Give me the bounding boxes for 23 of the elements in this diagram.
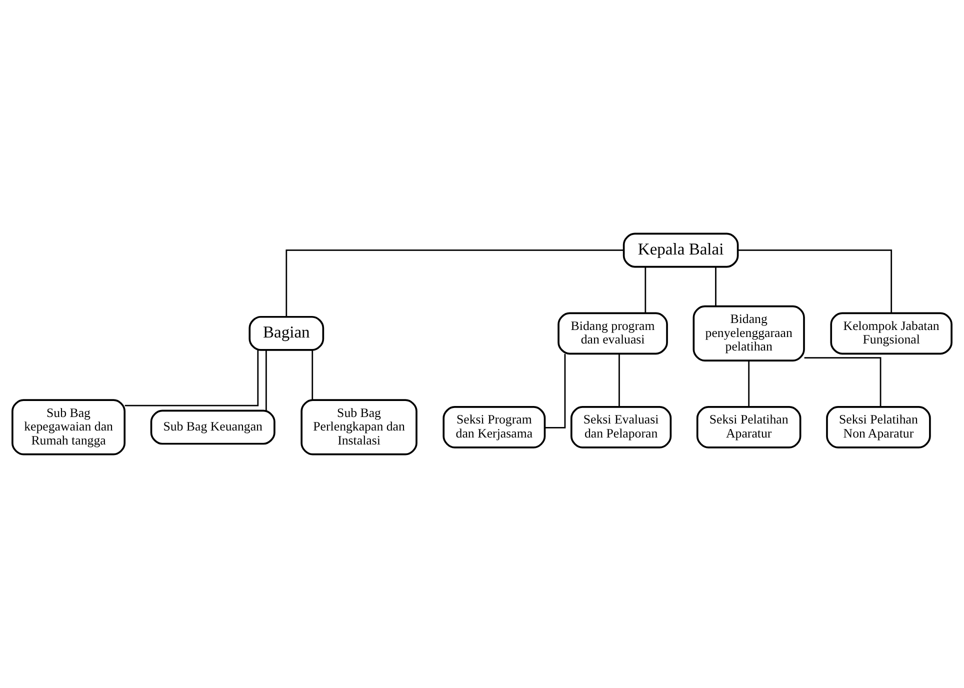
node-box: Seksi Pelatihan Non Aparatur [826, 406, 931, 448]
connector [544, 354, 566, 428]
node-box: Sub Bag Perlengkapan dan Instalasi [300, 399, 418, 456]
node-box: Sub Bag kepegawaian dan Rumah tangga [12, 399, 126, 456]
connector [312, 350, 314, 400]
node-box: Kepala Balai [622, 232, 739, 268]
node-box: Seksi Pelatihan Aparatur [696, 406, 802, 448]
connector [748, 360, 750, 407]
connector [738, 250, 892, 313]
connector [124, 350, 259, 406]
connector [715, 267, 716, 306]
connector [618, 354, 620, 407]
node-box: Kelompok Jabatan Fungsional [830, 312, 952, 355]
connector [286, 250, 624, 317]
node-box: Bidang penyelenggaraan pelatihan [692, 305, 805, 362]
node-box: Seksi Program dan Kerjasama [442, 406, 546, 448]
connector [266, 350, 267, 411]
node-box: Sub Bag Keuangan [150, 410, 276, 445]
node-box: Bidang program dan evaluasi [558, 312, 668, 355]
node-box: Bagian [248, 316, 324, 351]
node-box: Seksi Evaluasi dan Pelaporan [570, 406, 672, 448]
connector [644, 267, 646, 314]
connector [804, 357, 882, 407]
